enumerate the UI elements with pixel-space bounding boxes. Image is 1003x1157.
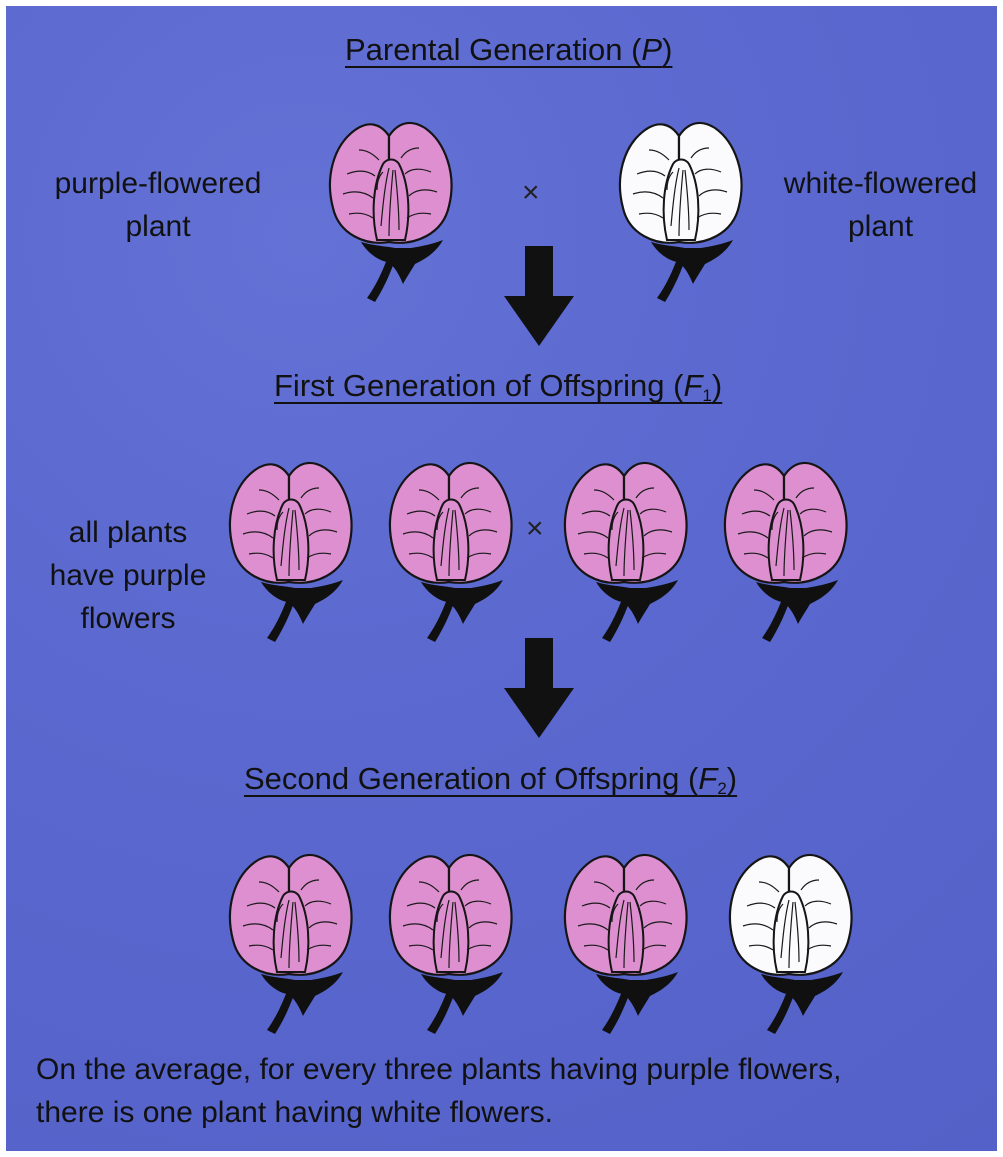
purple-flower-icon	[379, 454, 519, 644]
f2-heading: Second Generation of Offspring (F2)	[244, 761, 737, 799]
white-parent-label: white-flowered plant	[758, 162, 997, 248]
white-flower-icon	[719, 846, 859, 1036]
purple-flower-icon	[319, 114, 459, 304]
down-arrow-icon	[504, 246, 574, 346]
purple-flower-icon	[554, 454, 694, 644]
cross-symbol: ×	[522, 176, 540, 210]
purple-flower-icon	[219, 846, 359, 1036]
purple-parent-label: purple-flowered plant	[28, 162, 288, 248]
purple-flower-icon	[554, 846, 694, 1036]
f1-description: all plants have purple flowers	[28, 511, 228, 640]
white-flower-icon	[609, 114, 749, 304]
diagram-panel: Parental Generation (P) purple-flowered …	[6, 6, 997, 1151]
down-arrow-icon	[504, 638, 574, 738]
parental-heading: Parental Generation (P)	[345, 32, 672, 68]
purple-flower-icon	[219, 454, 359, 644]
summary-caption: On the average, for every three plants h…	[36, 1048, 841, 1134]
purple-flower-icon	[714, 454, 854, 644]
f1-heading: First Generation of Offspring (F1)	[274, 368, 722, 406]
cross-symbol: ×	[526, 512, 544, 546]
purple-flower-icon	[379, 846, 519, 1036]
